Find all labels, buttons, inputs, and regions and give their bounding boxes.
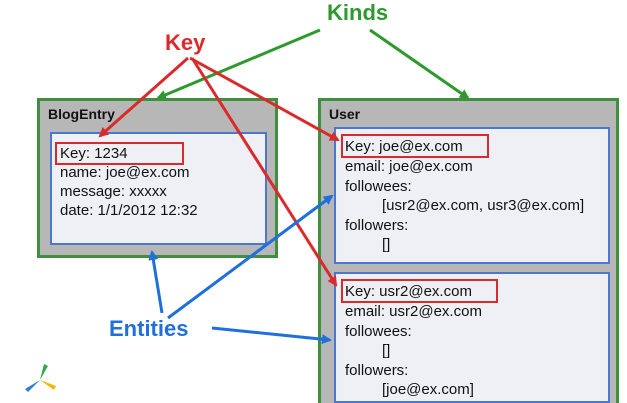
user-entity2-email: email: usr2@ex.com — [345, 303, 482, 320]
pinwheel-logo-icon — [25, 364, 56, 392]
user-entity1-followers-label: followers: — [345, 217, 409, 234]
user-entity1-email: email: joe@ex.com — [345, 158, 473, 175]
blogentry-entity-box: Key: 1234 name: joe@ex.com message: xxxx… — [50, 132, 267, 245]
entities-arrow-to-user-entity2 — [211, 326, 332, 345]
entities-arrow-to-blogentry — [148, 250, 164, 314]
kinds-callout: Kinds — [327, 0, 389, 25]
blogentry-key-highlight — [55, 142, 184, 165]
user-entity2-followees-value: [] — [382, 342, 391, 359]
user-entity1-followers-value: [] — [382, 236, 391, 253]
user-entity2-followees-label: followees: — [345, 323, 412, 340]
user-entity2-key-highlight — [341, 279, 498, 303]
user-entity1-followees-value: [usr2@ex.com, usr3@ex.com] — [382, 197, 585, 214]
blogentry-field-name: name: joe@ex.com — [60, 164, 190, 181]
user-entity1-key: Key: joe@ex.com — [345, 138, 463, 155]
user-kind-box: User Key: joe@ex.com email: joe@ex.com f… — [318, 98, 619, 403]
blogentry-kind-box: BlogEntry Key: 1234 name: joe@ex.com mes… — [37, 98, 278, 258]
user-entity2-key: Key: usr2@ex.com — [345, 283, 472, 300]
user-entity-box-1: Key: joe@ex.com email: joe@ex.com follow… — [334, 127, 610, 264]
user-entity2-followers-value: [joe@ex.com] — [382, 381, 474, 398]
kinds-arrow-to-user — [369, 28, 470, 100]
user-entity1-key-highlight — [341, 134, 489, 158]
blogentry-field-message: message: xxxxx — [60, 183, 167, 200]
blogentry-field-date: date: 1/1/2012 12:32 — [60, 202, 198, 219]
user-entity-box-2: Key: usr2@ex.com email: usr2@ex.com foll… — [334, 272, 610, 403]
entities-callout: Entities — [109, 316, 189, 341]
blogentry-kind-title: BlogEntry — [48, 106, 115, 122]
user-kind-title: User — [329, 106, 361, 122]
user-entity2-followers-label: followers: — [345, 362, 409, 379]
blogentry-key: Key: 1234 — [60, 145, 128, 162]
key-callout: Key — [165, 30, 206, 55]
user-entity1-followees-label: followees: — [345, 178, 412, 195]
